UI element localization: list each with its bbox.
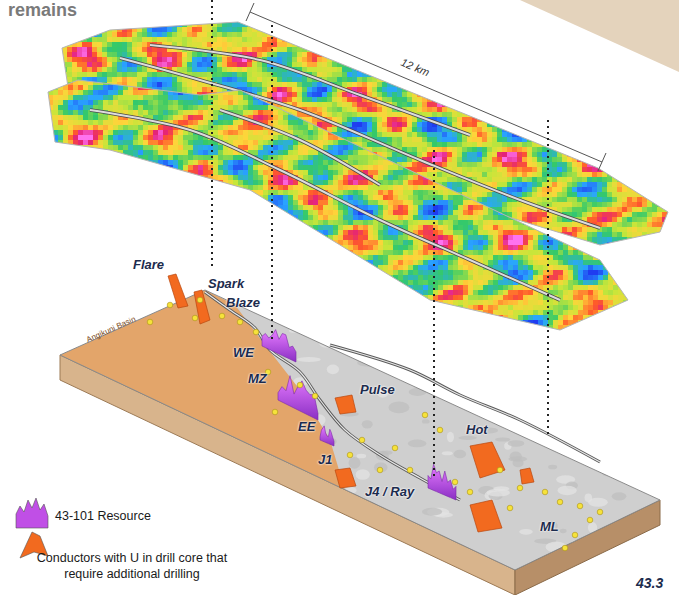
target-name: J1 [318,453,332,468]
target-name: Hot [466,423,488,438]
target-name: WE [233,346,254,361]
conductor-body [470,500,502,532]
legend-swatch [16,498,48,528]
target-name: Spark [208,277,244,292]
resource-body [320,426,334,446]
section-line [271,25,273,340]
legend-swatch-frame [14,494,50,530]
target-name: J4 / Ray [365,485,414,500]
conductor-body [470,442,505,478]
target-name: ML [540,520,559,535]
target-name: Flare [133,258,164,273]
target-name: Blaze [226,296,260,311]
magnetic-map [48,80,628,330]
target-name: Pulse [360,383,395,398]
resource-body [262,330,296,362]
section-line [547,120,549,435]
legend-text: Conductors with U in drill core that req… [32,550,232,582]
section-line [211,0,213,270]
dimension-label: 12 km [397,55,433,80]
target-name: EE [298,420,315,435]
resource-body [278,376,318,420]
conductor-body [168,274,188,308]
page-fragment: 43.3 [636,575,663,591]
basin-area [60,290,345,490]
corner-band [520,0,679,72]
geology-block [51,274,660,595]
conductor-body [335,468,356,488]
resource-body [428,464,456,500]
conductor-body [335,395,356,414]
dimension-line [246,3,606,171]
conductor-body [520,468,534,484]
section-line [433,150,435,478]
heading-fragment: remains [8,0,77,21]
legend-text: 43-101 Resource [55,508,255,524]
target-name: MZ [248,372,267,387]
